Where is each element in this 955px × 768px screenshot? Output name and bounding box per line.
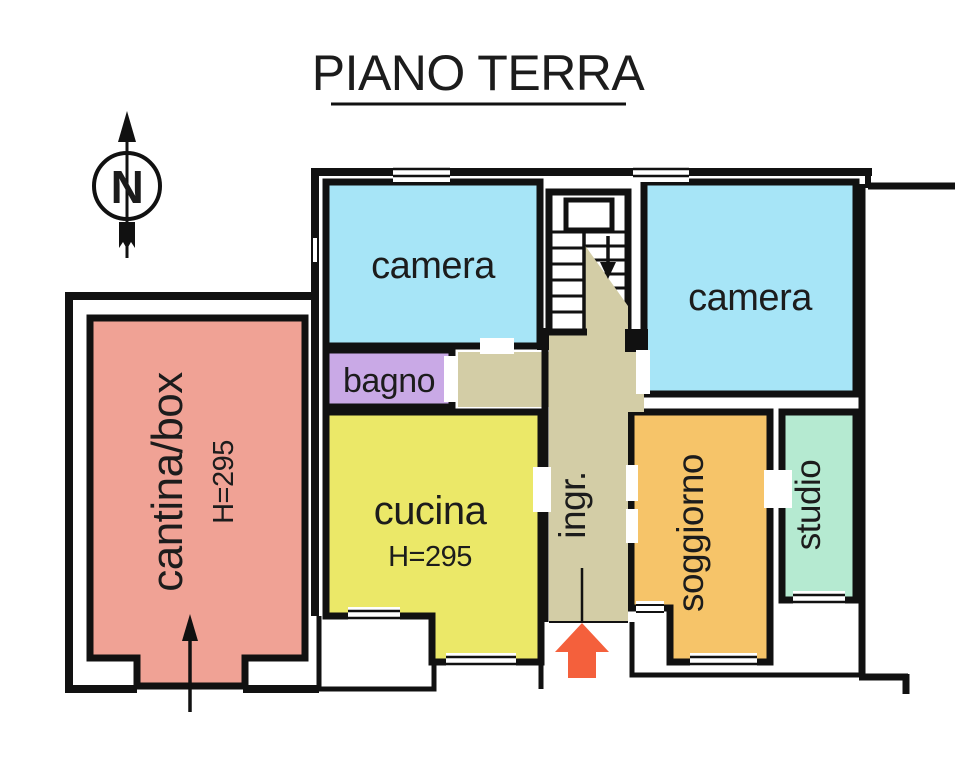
wall-patch-2 [625,329,648,352]
door-soggiorno-1 [626,465,638,501]
label-camera-ne: camera [688,277,813,319]
room-studio [778,408,860,604]
window-studio-south [793,591,845,607]
door-studio [764,470,792,508]
label-camera-nw: camera [371,245,496,287]
room-cucina [322,408,545,666]
window-camera-nw-north [393,164,450,182]
door-camera-nw [480,338,514,354]
door-bagno [444,356,458,402]
label-ingresso: ingr. [552,471,593,538]
room-soggiorno [627,408,774,666]
door-soggiorno-2 [626,509,638,543]
cantina-structure [65,292,319,712]
page-title: PIANO TERRA [312,45,646,101]
window-cucina-ext-south [446,653,516,669]
door-camera-ne [636,350,650,394]
room-camera-ne [640,178,860,398]
cantina-entry-arrow [182,614,198,712]
window-soggiorno-ext-south [690,653,757,669]
label-cucina: cucina [374,489,488,533]
window-west-wall [310,238,320,262]
window-soggiorno-notch [636,601,664,617]
label-cucina-height: H=295 [388,541,472,573]
entrance-arrow [555,623,609,678]
door-openings [444,338,792,543]
door-cucina [533,467,551,512]
compass-arrowhead [118,111,136,142]
window-camera-ne-north [633,164,689,182]
stair-landing [563,197,615,233]
label-soggiorno: soggiorno [670,454,711,612]
label-bagno: bagno [343,362,435,400]
room-cantina [86,314,309,690]
windows [310,164,845,669]
label-cantina-height: H=295 [208,440,240,524]
label-cantina: cantina/box [143,372,192,592]
north-compass-icon: N [92,111,162,258]
stairs-down-arrow [600,236,616,279]
compass-letter: N [111,161,144,213]
porch-outlines [316,616,862,692]
window-cucina-south [348,607,400,623]
compass-fletching [119,222,135,249]
corridor-ingresso [458,244,644,622]
label-studio: studio [789,460,828,550]
